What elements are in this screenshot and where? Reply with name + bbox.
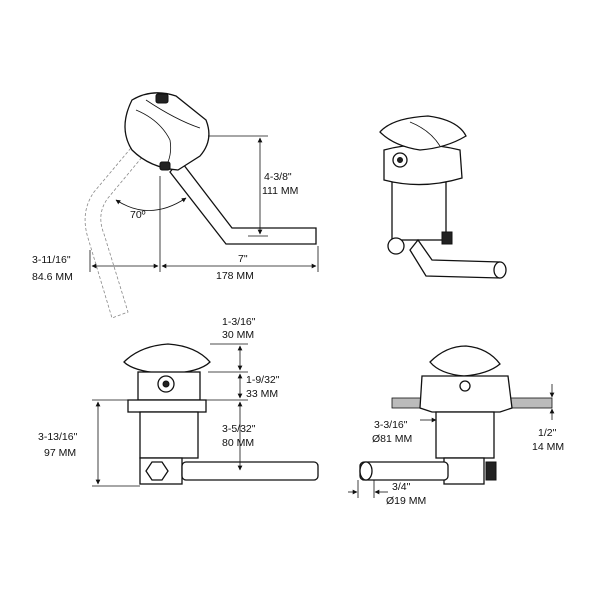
iso-fitting <box>441 231 453 245</box>
head-ridge <box>135 109 172 163</box>
tube-imperial: 3/4" <box>392 481 411 493</box>
total-height-metric: 97 MM <box>44 447 76 459</box>
top-screw <box>155 93 169 104</box>
height-imperial: 4-3/8" <box>264 171 292 183</box>
iso-body <box>391 181 447 241</box>
angle-label: 70º <box>130 209 146 221</box>
handle-rotated-ghost <box>84 141 149 319</box>
flange-imperial: 1/2" <box>538 427 557 439</box>
iso-screw-center <box>397 157 403 163</box>
iso-cap <box>379 115 467 151</box>
side-fitting <box>443 457 485 485</box>
handle-arm <box>169 158 317 245</box>
bottom-screw <box>159 161 171 171</box>
front-view: 1-3/16" 30 MM 1-9/32" 33 MM 3-5/32" 80 M… <box>38 316 319 487</box>
side-screw <box>459 380 471 392</box>
diameter-imperial: 3-3/16" <box>374 419 408 431</box>
isometric-view <box>379 115 507 279</box>
tube-metric: Ø19 MM <box>386 495 426 507</box>
side-cap <box>429 345 501 377</box>
body-height-imperial: 1-9/32" <box>246 374 280 386</box>
length-imperial: 7" <box>238 253 248 265</box>
total-height-imperial: 3-13/16" <box>38 431 78 443</box>
side-view: 3-3/16" Ø81 MM 1/2" 14 MM 3/4" Ø19 MM <box>348 345 564 507</box>
iso-cap-ridge <box>409 121 441 147</box>
iso-handle <box>409 238 506 279</box>
front-hex-nut <box>145 461 169 481</box>
handle-drop-metric: 80 MM <box>222 437 254 449</box>
front-body <box>139 411 199 459</box>
angle-arc <box>115 197 187 211</box>
offset-metric: 84.6 MM <box>32 271 73 283</box>
flange-metric: 14 MM <box>532 441 564 453</box>
side-outlet <box>485 461 497 481</box>
head-ridge-2 <box>145 99 201 129</box>
front-screw-center <box>162 380 170 388</box>
cap-height-imperial: 1-3/16" <box>222 316 256 328</box>
height-metric: 111 MM <box>262 185 298 197</box>
iso-handle-end <box>493 261 507 279</box>
iso-nut <box>387 237 405 255</box>
side-handle <box>359 461 449 481</box>
front-cap <box>123 343 211 375</box>
front-flange <box>127 399 207 413</box>
valve-head-top <box>124 92 210 171</box>
side-body <box>435 411 495 459</box>
length-metric: 178 MM <box>216 270 254 282</box>
body-height-metric: 33 MM <box>246 388 278 400</box>
handle-drop-imperial: 3-5/32" <box>222 423 256 435</box>
front-handle <box>181 461 319 481</box>
diameter-metric: Ø81 MM <box>372 433 412 445</box>
side-collar <box>419 375 513 413</box>
cap-height-metric: 30 MM <box>222 329 254 341</box>
offset-imperial: 3-11/16" <box>32 254 71 266</box>
side-handle-end <box>359 461 373 481</box>
top-view: 70º 4-3/8" 111 MM 7" 178 MM 3-11/16" 84.… <box>32 92 319 319</box>
